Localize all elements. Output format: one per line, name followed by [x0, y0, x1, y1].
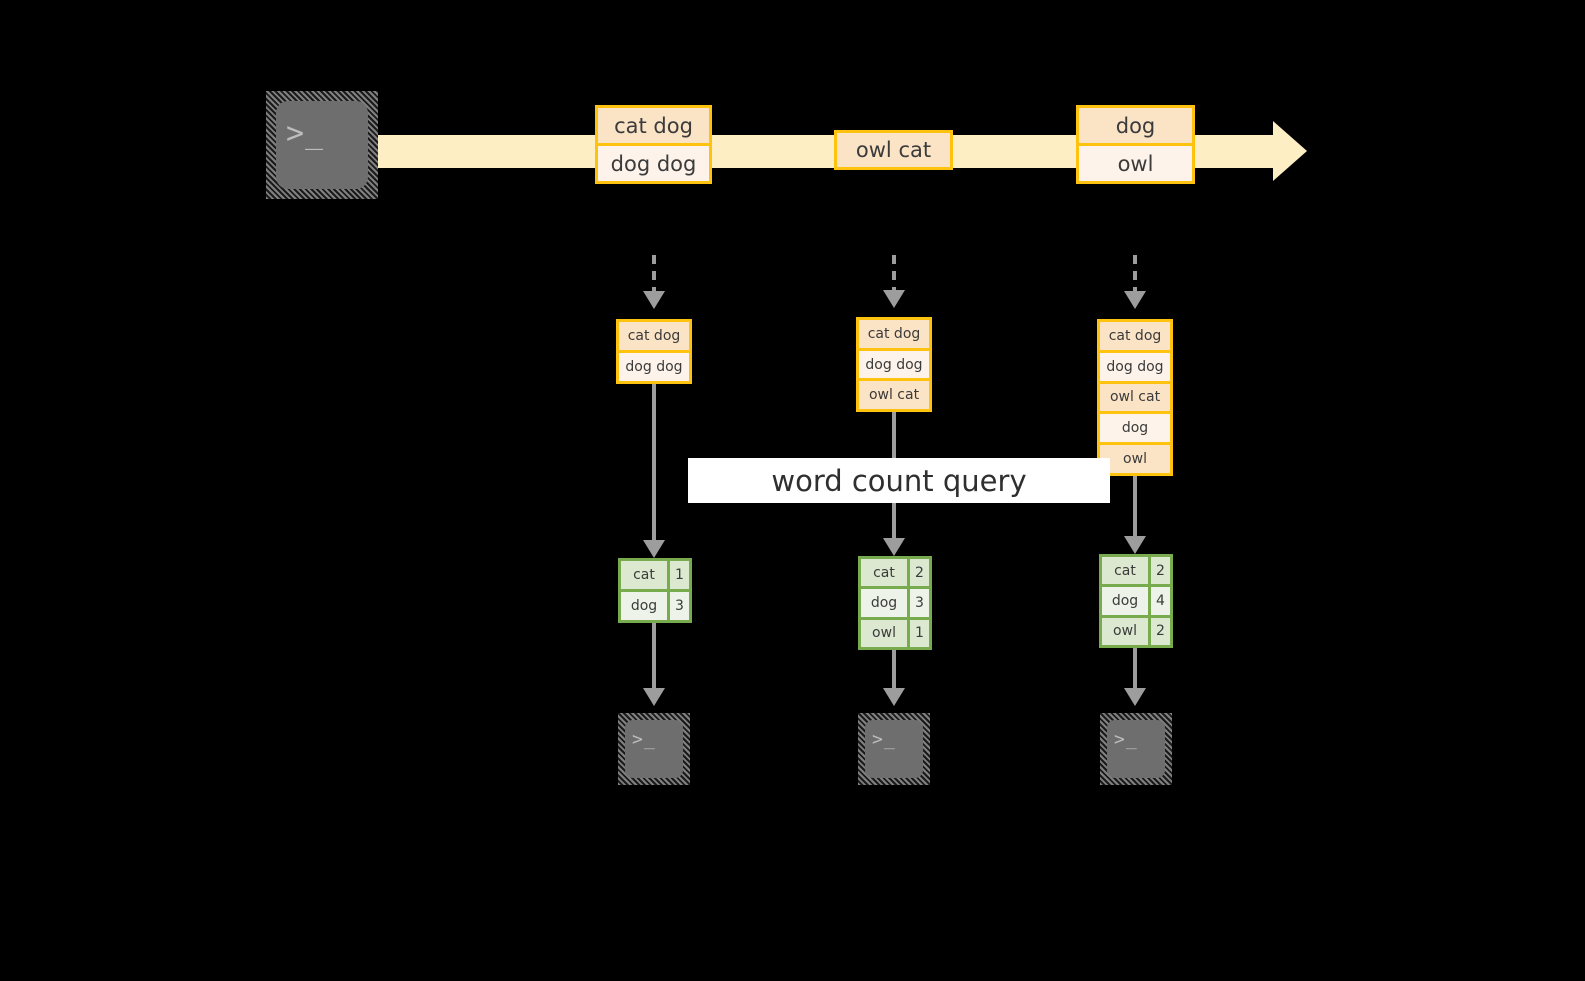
result-word: dog	[621, 592, 667, 620]
result-word: cat	[861, 559, 907, 587]
result-row: owl 1	[861, 616, 929, 647]
connector-arrowhead	[883, 688, 905, 706]
record-line: dog dog	[598, 143, 709, 181]
result-row: cat 1	[621, 561, 689, 589]
result-row: dog 3	[621, 589, 689, 620]
input-row: dog dog	[1100, 349, 1170, 381]
result-row: dog 3	[861, 586, 929, 617]
result-count: 1	[907, 619, 929, 647]
result-count: 4	[1148, 587, 1170, 615]
terminal-prompt: >_	[1114, 729, 1138, 750]
result-row: cat 2	[1102, 557, 1170, 585]
connector-arrowhead	[643, 291, 665, 309]
result-word: dog	[861, 589, 907, 617]
sink-terminal-icon[interactable]: >_	[1100, 713, 1172, 785]
terminal-prompt: >_	[632, 729, 656, 750]
query-connector	[1133, 476, 1137, 546]
input-row: owl	[1100, 442, 1170, 473]
input-row: cat dog	[1100, 322, 1170, 350]
sink-terminal-icon[interactable]: >_	[858, 713, 930, 785]
stream-record: cat dog dog dog	[595, 105, 712, 184]
input-row: dog dog	[859, 347, 929, 379]
terminal-prompt: >_	[286, 116, 325, 151]
result-count: 2	[907, 559, 929, 587]
stream-arrowhead	[1273, 121, 1307, 181]
connector-arrowhead	[1124, 536, 1146, 554]
snapshot-result-table: cat 2 dog 3 owl 1	[858, 556, 932, 650]
record-line: owl	[1079, 143, 1192, 181]
result-word: owl	[1102, 617, 1148, 645]
result-count: 1	[667, 561, 689, 589]
snapshot-input-table: cat dog dog dog	[616, 319, 692, 384]
input-row: cat dog	[619, 322, 689, 350]
input-row: owl cat	[1100, 380, 1170, 412]
result-count: 2	[1148, 557, 1170, 585]
result-to-sink-connector	[1133, 648, 1137, 696]
result-to-sink-connector	[892, 650, 896, 696]
connector-arrowhead	[883, 538, 905, 556]
connector-arrowhead	[643, 540, 665, 558]
result-word: owl	[861, 619, 907, 647]
terminal-screen	[865, 720, 923, 778]
query-connector	[652, 384, 656, 548]
connector-arrowhead	[643, 688, 665, 706]
connector-arrowhead	[1124, 291, 1146, 309]
result-row: cat 2	[861, 559, 929, 587]
result-word: dog	[1102, 587, 1148, 615]
snapshot-result-table: cat 2 dog 4 owl 2	[1099, 554, 1173, 648]
result-word: cat	[1102, 557, 1148, 585]
source-terminal-icon[interactable]: >_	[266, 91, 378, 199]
stream-to-snapshot-connector	[1133, 255, 1137, 293]
result-count: 3	[667, 592, 689, 620]
terminal-prompt: >_	[872, 729, 896, 750]
result-word: cat	[621, 561, 667, 589]
result-count: 2	[1148, 617, 1170, 645]
stream-to-snapshot-connector	[892, 255, 896, 292]
connector-arrowhead	[883, 290, 905, 308]
input-row: owl cat	[859, 378, 929, 410]
result-row: dog 4	[1102, 584, 1170, 615]
snapshot-result-table: cat 1 dog 3	[618, 558, 692, 623]
input-row: cat dog	[859, 320, 929, 348]
input-row: dog	[1100, 411, 1170, 443]
result-count: 3	[907, 589, 929, 617]
record-line: dog	[1079, 108, 1192, 143]
query-label: word count query	[688, 458, 1110, 503]
sink-terminal-icon[interactable]: >_	[618, 713, 690, 785]
result-row: owl 2	[1102, 614, 1170, 645]
stream-record: dog owl	[1076, 105, 1195, 184]
connector-arrowhead	[1124, 688, 1146, 706]
record-line: owl cat	[837, 133, 950, 167]
record-line: cat dog	[598, 108, 709, 143]
stream-record: owl cat	[834, 130, 953, 170]
stream-to-snapshot-connector	[652, 255, 656, 293]
snapshot-input-table: cat dog dog dog owl cat	[856, 317, 932, 412]
snapshot-input-table: cat dog dog dog owl cat dog owl	[1097, 319, 1173, 476]
terminal-screen	[1107, 720, 1165, 778]
terminal-screen	[276, 101, 368, 189]
input-row: dog dog	[619, 350, 689, 381]
terminal-screen	[625, 720, 683, 778]
result-to-sink-connector	[652, 623, 656, 696]
